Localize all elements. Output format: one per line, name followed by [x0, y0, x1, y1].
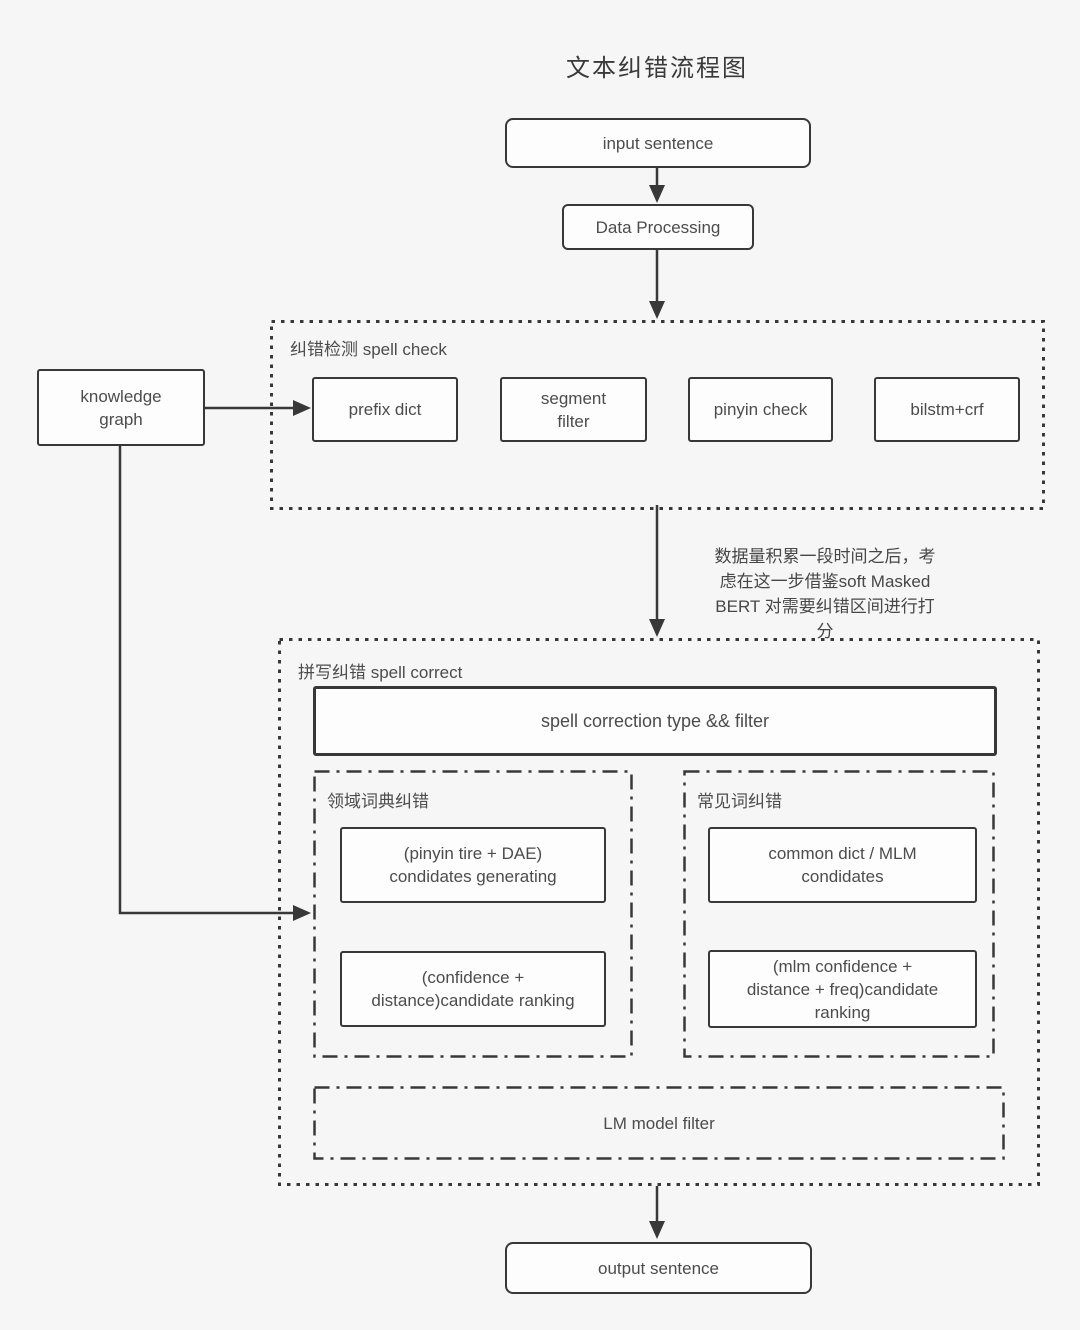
node-pinyin-check: pinyin check: [688, 377, 833, 442]
node-lm-model-filter: LM model filter: [603, 1113, 715, 1133]
node-mlm-confidence-ranking: (mlm confidence + distance + freq)candid…: [708, 950, 977, 1028]
spell-correct-container-label: 拼写纠错 spell correct: [298, 663, 463, 682]
arrowhead: [649, 185, 665, 203]
arrowhead: [293, 400, 311, 416]
node-bilstm-crf: bilstm+crf: [874, 377, 1020, 442]
node-knowledge-graph: knowledge graph: [37, 369, 205, 446]
node-output-sentence: output sentence: [505, 1242, 812, 1294]
node-pinyin-tire-dae-generating: (pinyin tire + DAE) condidates generatin…: [340, 827, 606, 903]
node-spell-correction-type-filter: spell correction type && filter: [313, 686, 997, 756]
node-segment-filter: segment filter: [500, 377, 647, 442]
node-data-processing: Data Processing: [562, 204, 754, 250]
node-input-sentence: input sentence: [505, 118, 811, 168]
soft-masked-bert-annotation: 数据量积累一段时间之后，考 虑在这一步借鉴soft Masked BERT 对需…: [714, 547, 936, 641]
arrowhead: [649, 1221, 665, 1239]
arrowhead: [293, 905, 311, 921]
arrowhead: [649, 301, 665, 319]
diagram-title: 文本纠错流程图: [566, 55, 748, 82]
node-prefix-dict: prefix dict: [312, 377, 458, 442]
common-word-subzone-label: 常见词纠错: [697, 792, 782, 811]
domain-dict-subzone-label: 领域词典纠错: [327, 792, 429, 811]
edge-kg-to-spellcorrect: [118, 446, 294, 915]
node-common-dict-mlm-candidates: common dict / MLM condidates: [708, 827, 977, 903]
spell-check-container-label: 纠错检测 spell check: [290, 340, 447, 359]
node-confidence-distance-ranking: (confidence + distance)candidate ranking: [340, 951, 606, 1027]
arrowhead: [649, 619, 665, 637]
